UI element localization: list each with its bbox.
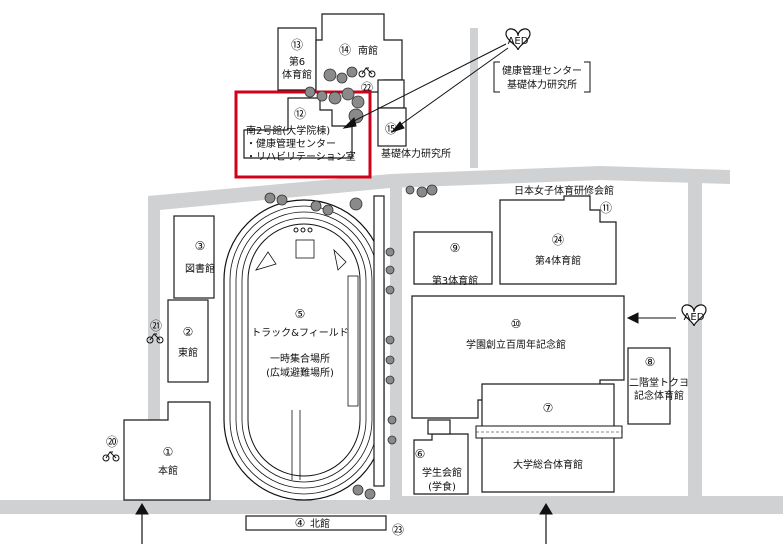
entrance-arrow-southwest [135, 503, 149, 544]
building-5-sub2: (広域避難場所) [266, 366, 334, 379]
aed-heart-icon [505, 28, 531, 51]
aed-pointer-lines [342, 43, 509, 134]
aed-callout: 健康管理センター 基礎体力研究所 [493, 61, 591, 93]
road-centre-vertical [390, 186, 402, 506]
track-grandstand-east [373, 195, 385, 487]
marker-20-number: ⑳ [106, 435, 118, 449]
building-2-east[interactable]: ② 東館 [167, 299, 209, 383]
entrance-arrow-south [539, 503, 553, 544]
building-5-number: ⑤ [295, 307, 306, 321]
building-3-name: 図書館 [185, 262, 215, 275]
bicycle-icon-20 [102, 451, 120, 462]
roads [0, 28, 783, 514]
building-8-name: 二階堂トクヨ [629, 377, 689, 389]
building-10-number: ⑩ [511, 317, 522, 331]
building-2-number: ② [183, 325, 194, 339]
marker-21[interactable]: ㉑ [146, 319, 164, 344]
building-12-name: 南2号館(大学院棟) [246, 124, 330, 137]
building-12-line3: ・リハビリテーション室 [246, 150, 356, 163]
bicycle-icon-21 [146, 333, 164, 344]
building-8-tokuyo[interactable]: ⑧ 二階堂トクヨ 記念体育館 [627, 347, 689, 425]
building-9-number: ⑨ [450, 241, 461, 255]
building-7-name: 大学総合体育館 [513, 458, 583, 471]
building-15-research[interactable]: ⑮ 基礎体力研究所 [377, 107, 451, 160]
building-1-name: 本館 [158, 464, 178, 477]
building-1-number: ① [163, 445, 174, 459]
highlight-frame [234, 90, 372, 179]
building-6-sub: (学食) [428, 480, 456, 493]
building-12-line2: ・健康管理センター [246, 137, 336, 150]
building-5-track[interactable]: ⑤ トラック&フィールド 一時集合場所 (広域避難場所) [223, 199, 385, 501]
marker-23[interactable]: ㉓ [392, 523, 404, 537]
building-13-gym6[interactable]: ⑬ 第6 体育館 [277, 27, 317, 91]
building-22[interactable]: ㉒ [361, 79, 405, 109]
building-15-number: ⑮ [385, 122, 397, 136]
marker-23-number: ㉓ [392, 523, 404, 537]
road-nw-vertical [470, 28, 478, 168]
aed-pointer-east [626, 312, 676, 324]
building-11-name: 日本女子体育研修会館 [514, 184, 614, 197]
building-4-number: ④ [295, 516, 306, 530]
building-1-main[interactable]: ① 本館 [123, 401, 211, 501]
building-9-name: 第3体育館 [432, 274, 478, 287]
building-5-name: トラック&フィールド [251, 327, 349, 339]
bicycle-icon [358, 67, 376, 78]
building-11-training[interactable]: 日本女子体育研修会館 ⑪ [514, 184, 614, 215]
aed-marker-north[interactable]: AED [505, 28, 531, 51]
building-10-name: 学園創立百周年記念館 [466, 338, 566, 351]
marker-20[interactable]: ⑳ [102, 435, 120, 462]
building-4-north[interactable]: ④ 北館 [245, 515, 387, 531]
building-9-gym3[interactable]: ⑨ 第3体育館 [413, 231, 493, 287]
trees-track [264, 184, 438, 500]
aed-label: AED [508, 36, 529, 47]
building-2-name: 東館 [178, 346, 198, 359]
building-14-name: 南館 [358, 44, 378, 57]
road-mid-south [390, 496, 783, 508]
building-7-gymnasium[interactable]: ⑦ 大学総合体育館 [475, 383, 623, 493]
building-5-sub1: 一時集合場所 [270, 352, 330, 365]
building-13-number: ⑬ [291, 38, 303, 52]
building-6-student-hall[interactable]: ⑥ 学生会館 (学食) [413, 419, 469, 495]
building-24-number: ㉔ [552, 233, 564, 247]
building-6-name: 学生会館 [422, 466, 462, 479]
aed-callout-line1: 健康管理センター [502, 64, 582, 77]
building-3-library[interactable]: ③ 図書館 [173, 215, 215, 299]
building-12-number: ⑫ [294, 107, 306, 121]
building-6-number: ⑥ [415, 447, 426, 461]
building-8-sub: 記念体育館 [634, 389, 684, 402]
marker-21-number: ㉑ [150, 319, 162, 333]
building-3-number: ③ [195, 239, 206, 253]
aed-marker-east[interactable]: AED [681, 304, 707, 327]
trees-north [304, 66, 365, 124]
building-24-name: 第4体育館 [535, 254, 581, 267]
aed-heart-icon-east [681, 304, 707, 327]
building-13-sub: 体育館 [282, 68, 312, 81]
road-east [688, 170, 702, 500]
building-4-name: 北館 [310, 517, 330, 530]
building-13-name: 第6 [289, 55, 305, 68]
building-12-south2[interactable]: ⑫ 南2号館(大学院棟) ・健康管理センター ・リハビリテーション室 [243, 97, 356, 163]
building-15-name: 基礎体力研究所 [381, 147, 451, 160]
road-north [148, 166, 730, 505]
building-8-number: ⑧ [645, 355, 656, 369]
building-24-gym4[interactable]: ㉔ 第4体育館 [499, 195, 617, 285]
building-7-number: ⑦ [543, 401, 554, 415]
building-11-number: ⑪ [600, 201, 612, 215]
building-14-number: ⑭ [339, 43, 351, 57]
aed-label-east: AED [684, 312, 705, 323]
aed-callout-line2: 基礎体力研究所 [507, 78, 577, 91]
